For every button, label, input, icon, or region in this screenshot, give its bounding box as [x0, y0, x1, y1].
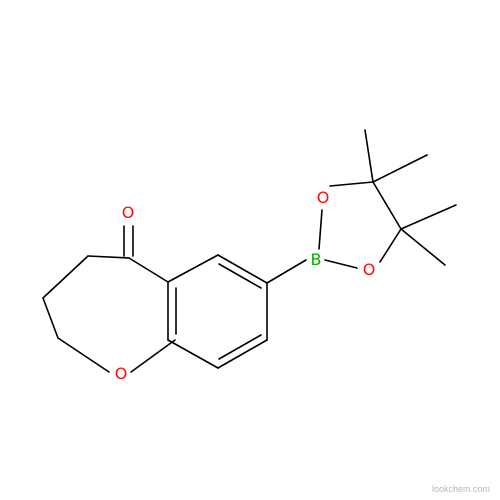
bond-methyl-4: [400, 228, 446, 266]
bond-c8-c9-inner: [218, 334, 262, 360]
bond-c-c: [372, 181, 402, 230]
atom-label-boronate-oxygen-bottom: O: [363, 260, 376, 279]
bond-methyl-3: [400, 204, 457, 230]
atom-label-ether-oxygen: O: [115, 364, 128, 383]
bond-methyl-2: [372, 154, 428, 183]
bond-c9-c9a: [167, 339, 219, 369]
bond-c4-c3: [42, 255, 89, 299]
bond-c5-c5a: [128, 257, 169, 283]
bond-o-bottom-b: [324, 259, 358, 269]
bond-o1-c9a: [130, 339, 176, 373]
bond-c5-c4: [87, 255, 130, 259]
bond-c2-o1: [57, 337, 110, 373]
bond-c7-b: [266, 259, 307, 284]
bonds: [42, 129, 457, 373]
atom-label-boronate-oxygen-top: O: [317, 188, 330, 207]
watermark: lookchem.com: [431, 484, 490, 494]
bond-o-top-c: [329, 181, 374, 187]
bond-c6-c7-inner: [218, 263, 262, 289]
atom-labels: O O B O O: [115, 188, 376, 383]
atom-label-boron: B: [311, 250, 322, 269]
bond-c6-c7: [217, 254, 268, 284]
bond-methyl-1: [364, 129, 374, 183]
bond-c-o-bottom: [379, 228, 402, 263]
atom-label-ketone-oxygen: O: [122, 203, 135, 222]
bond-b-o-top: [318, 209, 323, 250]
bond-c5a-c6: [167, 254, 219, 283]
bond-c3-c2: [42, 297, 59, 339]
bond-c8-c9: [217, 339, 268, 369]
